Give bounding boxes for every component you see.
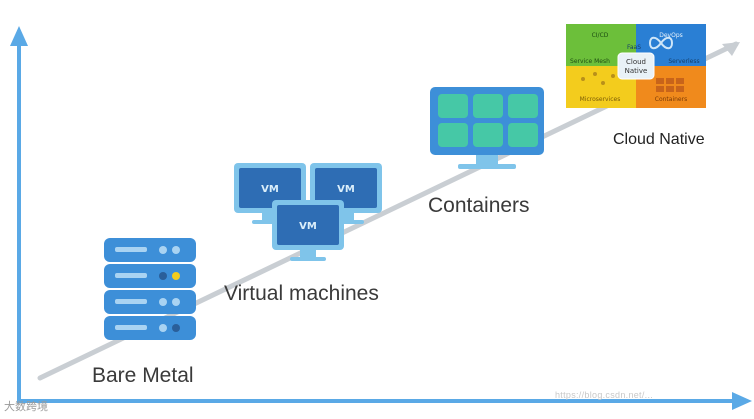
watermark-url: https://blog.csdn.net/... — [555, 390, 654, 400]
containers-grid-label: Containers — [655, 96, 687, 103]
bare-metal-label: Bare Metal — [92, 364, 194, 387]
vm-label: VM — [299, 221, 317, 232]
axes — [10, 26, 752, 410]
cloud-native-grid: CI/CD DevOps FaaS Service Mesh Cloud Nat… — [566, 24, 706, 108]
faas-label: FaaS — [627, 44, 641, 51]
trend-arrow-icon — [722, 42, 740, 56]
devops-label: DevOps — [659, 32, 683, 39]
microservices-label: Microservices — [580, 96, 621, 103]
microservices-dots-icon — [581, 72, 615, 85]
vm-label: VM — [261, 184, 279, 195]
virtual-machines-icon: VM VM VM — [234, 163, 382, 261]
watermark-logo: 大数跨境 — [4, 401, 48, 413]
y-axis-arrow-icon — [10, 26, 28, 46]
containers-label: Containers — [428, 194, 530, 217]
service-mesh-label: Service Mesh — [570, 58, 610, 65]
vm-label: VM — [337, 184, 355, 195]
cicd-label: CI/CD — [592, 32, 609, 39]
native-label: Native — [625, 67, 648, 75]
infinity-icon — [648, 36, 674, 50]
cloud-label: Cloud — [626, 58, 646, 66]
cloud-native-label: Cloud Native — [613, 131, 705, 148]
vm-monitor-icon — [272, 200, 344, 261]
x-axis-arrow-icon — [732, 392, 752, 410]
serverless-label: Serverless — [668, 58, 699, 65]
server-rack-icon — [104, 238, 196, 340]
cloud-native-center — [617, 52, 655, 80]
container-blocks-icon — [656, 78, 684, 92]
virtual-machines-label: Virtual machines — [224, 282, 379, 305]
containers-monitor-icon — [430, 87, 544, 169]
